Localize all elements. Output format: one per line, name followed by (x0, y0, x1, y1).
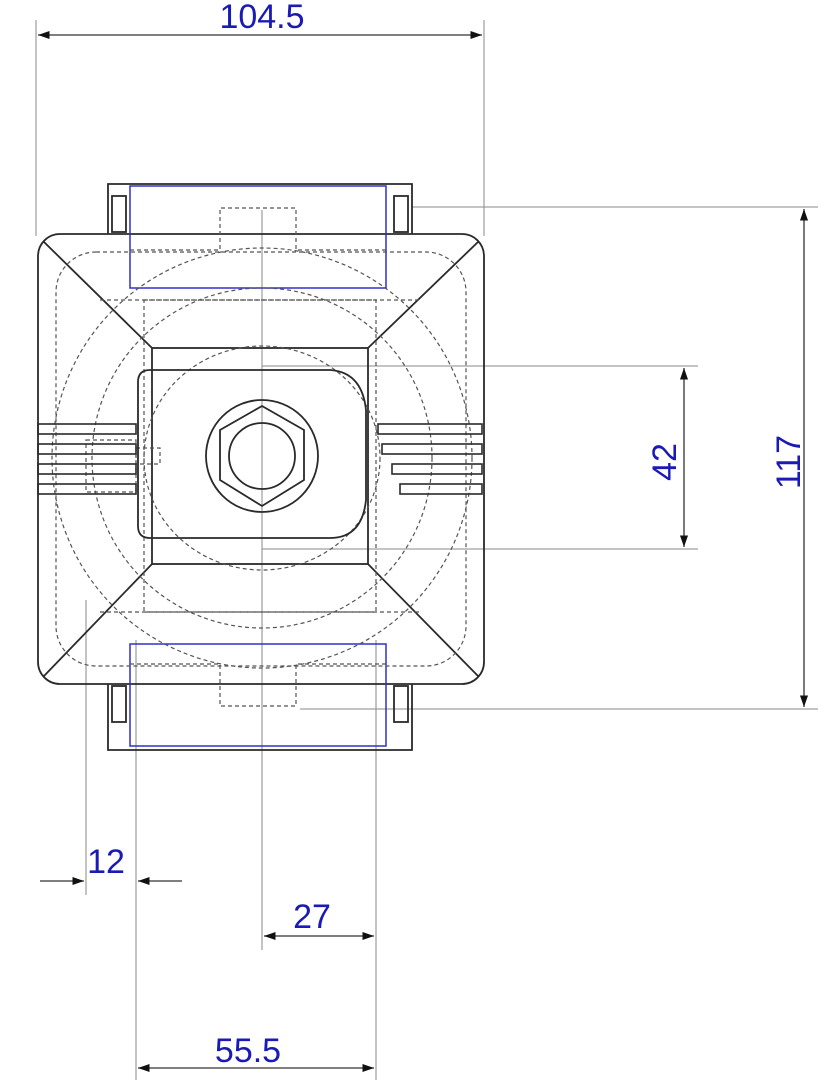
hidden-lines (51, 207, 473, 707)
dim-center-offset: 27 (293, 898, 331, 936)
outer-housing (37, 233, 485, 685)
terminal-fins (37, 423, 483, 495)
dim-offset-left: 12 (87, 843, 125, 881)
dim-overall-height: 117 (770, 435, 808, 489)
highlight-edges (129, 185, 387, 747)
dimension-lines (38, 30, 809, 1073)
connector-plug (137, 369, 367, 539)
hex-nut (219, 404, 305, 508)
dim-inner-height: 42 (646, 443, 684, 481)
body-outline (37, 183, 485, 751)
extension-lines (35, 20, 818, 1080)
dim-bottom-width: 55.5 (215, 1032, 281, 1070)
dim-overall-width: 104.5 (219, 0, 304, 36)
